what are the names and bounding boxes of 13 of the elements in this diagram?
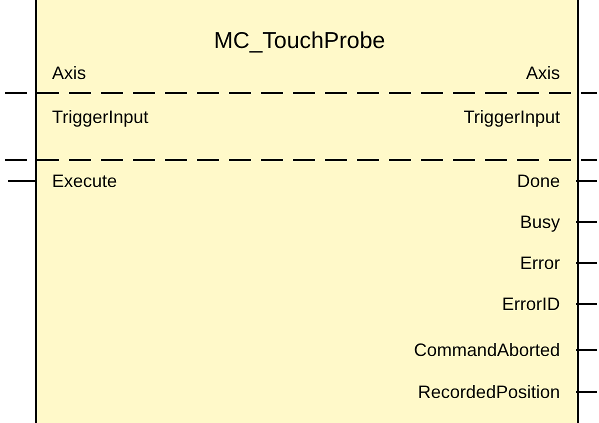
function-block	[35, 0, 579, 423]
pin-name: ErrorID	[502, 293, 560, 315]
block-title: MC_TouchProbe	[212, 26, 386, 54]
pin-name: CommandAborted	[414, 339, 560, 361]
pin-name: Execute	[52, 170, 118, 192]
pin-name: Axis	[52, 62, 86, 84]
pin-name: Error	[520, 252, 560, 274]
pin-name: Done	[516, 170, 560, 192]
pin-name: Axis	[526, 62, 560, 84]
pin-name: RecordedPosition	[418, 381, 560, 403]
pin-name: TriggerInput	[52, 106, 148, 128]
pin-name: Busy	[520, 211, 560, 233]
pin-name: TriggerInput	[464, 106, 560, 128]
